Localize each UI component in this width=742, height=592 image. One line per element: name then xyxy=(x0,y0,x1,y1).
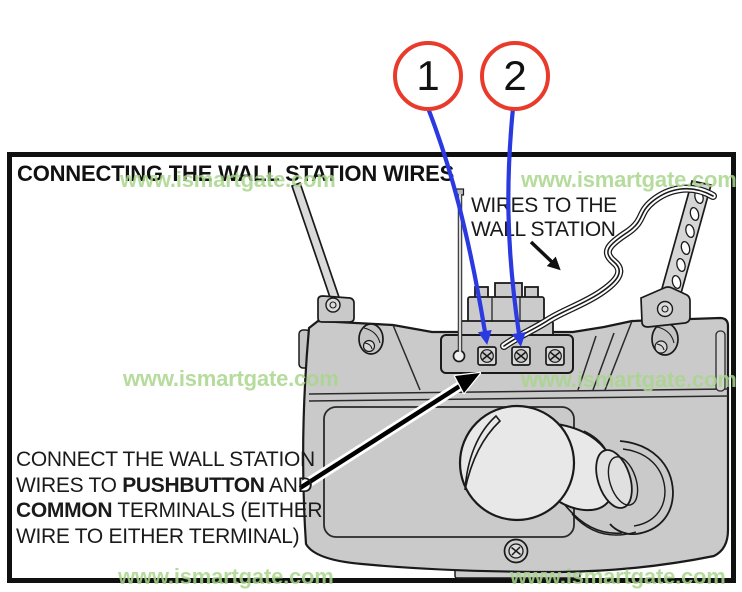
instruction-line2: WIRES TO PUSHBUTTON AND xyxy=(16,473,322,499)
housing-panel-lines xyxy=(308,320,729,402)
callout-2-number: 2 xyxy=(503,52,527,99)
diagram-title: CONNECTING THE WALL STATION WIRES xyxy=(17,161,455,186)
instruction-line4: WIRE TO EITHER TERMINAL) xyxy=(16,524,300,548)
callout-circle-1: 1 xyxy=(393,41,463,111)
watermark-bottom-left: www.ismartgate.com xyxy=(118,564,334,589)
instruction-l2a: WIRES TO xyxy=(16,473,123,497)
terminal-screws xyxy=(477,346,565,366)
strap-bracket-left xyxy=(317,295,355,323)
housing-screw-left xyxy=(358,323,384,355)
instruction-pushbutton: PUSHBUTTON xyxy=(122,473,265,497)
callout-arrow-1 xyxy=(426,107,492,345)
instruction-pointer-arrow xyxy=(297,371,482,493)
terminal-screw-3 xyxy=(545,346,565,366)
terminal-recess xyxy=(440,334,574,374)
socket-loop xyxy=(564,440,674,536)
bulb-socket xyxy=(595,449,639,509)
watermark-bottom-right: www.ismartgate.com xyxy=(510,564,726,589)
watermark-top-right: www.ismartgate.com xyxy=(521,167,737,192)
strap-bracket-right xyxy=(640,286,691,328)
instruction-l3b: TERMINALS (EITHER xyxy=(112,499,323,522)
instruction-common: COMMON xyxy=(16,499,113,522)
watermark-mid-left: www.ismartgate.com xyxy=(123,366,339,391)
frame-border xyxy=(7,152,736,583)
callout-circle-2: 2 xyxy=(480,41,550,111)
watermark-top-left: www.ismartgate.com xyxy=(120,167,336,192)
watermark-mid-right: www.ismartgate.com xyxy=(521,367,737,392)
instruction-line3: COMMON TERMINALS (EITHER xyxy=(16,498,323,524)
instruction-text: CONNECT THE WALL STATION WIRES TO PUSHBU… xyxy=(16,447,323,549)
wall-station-wire-bundle xyxy=(500,184,717,350)
instruction-line1: CONNECT THE WALL STATION xyxy=(16,448,315,471)
instruction-l2c: AND xyxy=(264,473,313,497)
callout-arrow-2 xyxy=(506,107,526,347)
terminal-screw-2 xyxy=(511,346,531,366)
callout-1-number: 1 xyxy=(416,52,440,99)
wires-pointer-arrow xyxy=(529,240,561,271)
bottom-screw xyxy=(503,538,529,564)
terminal-screw-1 xyxy=(477,346,497,366)
light-bulb xyxy=(458,404,616,522)
